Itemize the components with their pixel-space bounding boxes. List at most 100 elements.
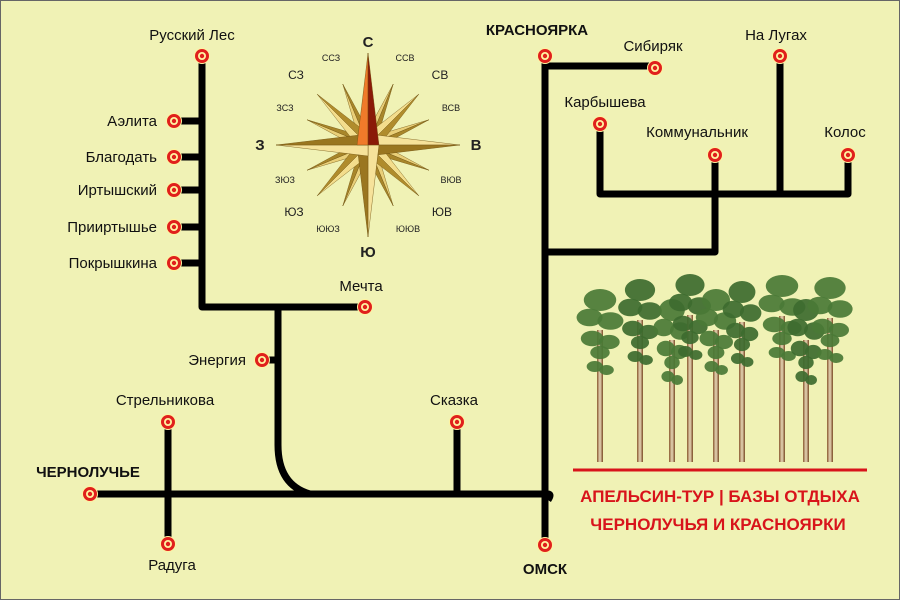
pine-foliage <box>689 350 703 360</box>
pine-foliage <box>598 334 620 350</box>
marker-mechta[interactable] <box>357 299 373 315</box>
pine-foliage <box>790 340 809 357</box>
pine-foliage <box>715 365 728 375</box>
pine-foliage <box>664 355 680 370</box>
marker-sibiryak[interactable] <box>647 60 663 76</box>
compass-sw: ЮЗ <box>284 205 303 219</box>
pine-foliage <box>829 353 844 363</box>
marker-skazka[interactable] <box>449 414 465 430</box>
road-kommunalnik <box>545 155 719 256</box>
pine-foliage <box>765 275 799 297</box>
compass-star <box>275 52 461 238</box>
pine-foliage <box>714 334 733 350</box>
pine-foliage <box>726 322 745 339</box>
road-network <box>90 56 852 545</box>
pine-foliage <box>583 289 617 311</box>
pine-foliage <box>740 326 759 342</box>
marker-irtyshskiy[interactable] <box>166 182 182 198</box>
label-aelita: Аэлита <box>107 113 157 130</box>
pine-trunk <box>779 316 785 462</box>
pine-foliage <box>653 318 675 337</box>
compass-ese: ВЮВ <box>440 175 461 185</box>
title-line-1: АПЕЛЬСИН-ТУР | БАЗЫ ОТДЫХА <box>580 487 860 506</box>
pine-foliage <box>741 357 754 367</box>
label-krasnoyarka: КРАСНОЯРКА <box>486 22 588 39</box>
pine-foliage <box>798 355 814 370</box>
marker-strelnikova[interactable] <box>160 414 176 430</box>
label-chernoluchye: ЧЕРНОЛУЧЬЕ <box>36 464 140 481</box>
road-mechta-curve <box>274 307 312 498</box>
label-raduga: Радуга <box>148 557 196 574</box>
marker-russkiy-les[interactable] <box>194 48 210 64</box>
pine-foliage <box>768 347 785 358</box>
marker-energiya[interactable] <box>254 352 270 368</box>
pine-foliage <box>787 318 809 337</box>
pine-foliage <box>624 279 656 301</box>
compass-e: В <box>471 137 482 154</box>
pine-foliage <box>728 281 756 303</box>
pine-foliage <box>730 353 745 364</box>
pine-foliage <box>707 345 725 360</box>
compass-ene: ВСВ <box>442 103 460 113</box>
label-sibiryak: Сибиряк <box>623 38 682 55</box>
pine-foliage <box>762 316 786 333</box>
pine-foliage <box>597 312 624 330</box>
label-priirtyshye: Прииртышье <box>67 219 157 236</box>
road-karbysheva-kolos <box>596 124 852 198</box>
pine-foliage <box>739 304 762 322</box>
marker-karbysheva[interactable] <box>592 116 608 132</box>
pine-foliage <box>805 375 817 385</box>
compass-nw: СЗ <box>288 68 304 82</box>
marker-blagodat[interactable] <box>166 149 182 165</box>
marker-raduga[interactable] <box>160 536 176 552</box>
pine-trunk <box>827 318 833 462</box>
label-kommunalnik: Коммунальник <box>646 124 748 141</box>
pine-foliage <box>668 293 693 312</box>
label-na-lugakh: На Лугах <box>745 27 807 44</box>
label-russkiy-les: Русский Лес <box>149 27 235 44</box>
pine-foliage <box>827 300 853 318</box>
compass-se: ЮВ <box>432 205 452 219</box>
marker-chernoluchye[interactable] <box>82 486 98 502</box>
compass-s: Ю <box>360 244 375 261</box>
label-energiya: Энергия <box>188 352 246 369</box>
pine-foliage <box>814 277 846 299</box>
pine-foliage <box>638 324 659 340</box>
label-pokryshkina: Покрышкина <box>69 255 158 272</box>
pine-foliage <box>580 330 604 347</box>
compass-nnw: ССЗ <box>322 53 340 63</box>
marker-omsk[interactable] <box>537 537 553 553</box>
pine-foliage <box>630 335 650 350</box>
pine-trunk <box>739 322 745 462</box>
pine-foliage <box>781 351 796 361</box>
label-omsk: ОМСК <box>523 561 568 578</box>
pine-foliage <box>656 340 675 357</box>
label-skazka: Сказка <box>430 392 479 409</box>
pine-foliage <box>622 320 644 337</box>
pine-foliage <box>704 361 719 372</box>
label-blagodat: Благодать <box>86 149 158 166</box>
marker-priirtyshye[interactable] <box>166 219 182 235</box>
pine-foliage <box>702 289 730 311</box>
pine-foliage <box>681 330 699 345</box>
pine-foliage <box>695 308 719 327</box>
pine-foliage <box>637 302 662 320</box>
marker-na-lugakh[interactable] <box>772 48 788 64</box>
pine-foliage <box>795 371 809 382</box>
marker-krasnoyarka[interactable] <box>537 48 553 64</box>
pine-foliage <box>828 322 850 338</box>
pine-foliage <box>722 300 745 319</box>
pine-foliage <box>820 333 840 348</box>
pine-foliage <box>590 345 610 360</box>
compass-n: С <box>363 34 374 51</box>
marker-aelita[interactable] <box>166 113 182 129</box>
marker-pokryshkina[interactable] <box>166 255 182 271</box>
pine-trunk <box>597 330 603 462</box>
label-irtyshskiy: Иртышский <box>78 182 157 199</box>
pine-foliage <box>661 371 675 382</box>
pine-forest-image <box>576 274 853 462</box>
marker-kommunalnik[interactable] <box>707 147 723 163</box>
marker-kolos[interactable] <box>840 147 856 163</box>
pine-foliage <box>772 331 792 346</box>
